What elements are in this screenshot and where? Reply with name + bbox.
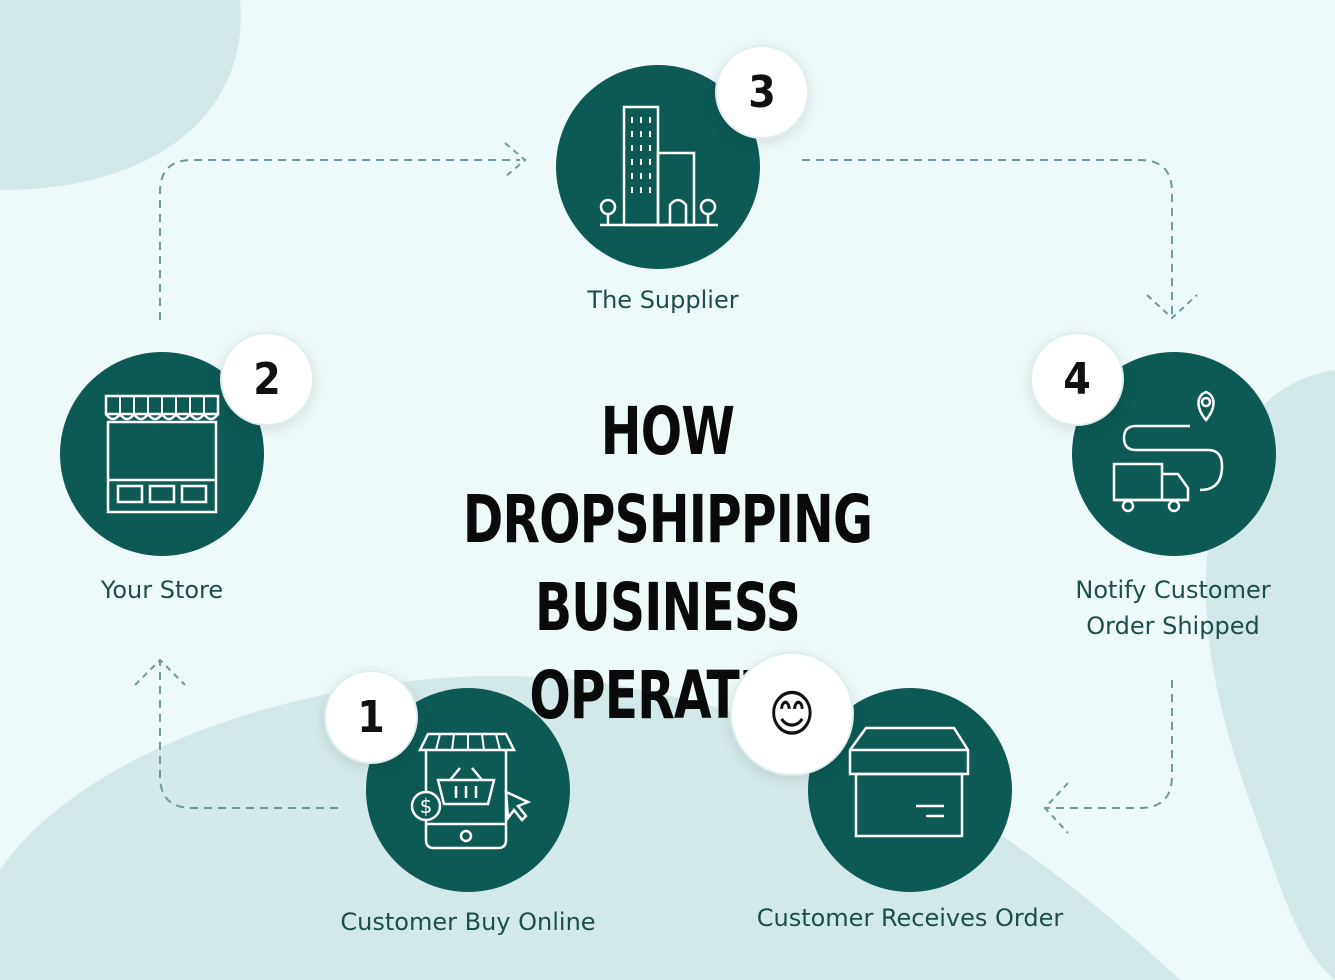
delivery-truck-route-icon — [1112, 390, 1224, 513]
supplier-label: The Supplier — [587, 286, 739, 314]
step-badge-3: 3 — [715, 45, 809, 139]
package-box-icon — [848, 726, 970, 838]
connector-buy-to-store — [159, 660, 338, 809]
diagram-title: HOW DROPSHIPPING BUSINESS OPERATES — [391, 388, 945, 740]
receive-order-label: Customer Receives Order — [756, 904, 1064, 932]
notify-label: Notify Customer Order Shipped — [1075, 576, 1271, 640]
mobile-shopping-icon: $ — [410, 732, 532, 850]
storefront-icon — [104, 394, 220, 514]
arrowhead-left — [1043, 782, 1069, 834]
connector-supplier-to-notify — [802, 159, 1173, 318]
svg-text:$: $ — [420, 794, 433, 818]
blob-top-left — [0, 0, 241, 190]
building-icon — [599, 105, 718, 227]
connector-notify-to-receive — [1045, 680, 1173, 809]
smiley-badge: 😊 — [730, 652, 854, 776]
arrowhead-up — [134, 658, 186, 686]
step-badge-2: 2 — [220, 332, 314, 426]
step-badge-4: 4 — [1030, 332, 1124, 426]
store-label: Your Store — [100, 576, 224, 604]
blob-bottom — [0, 675, 1180, 980]
buy-online-label: Customer Buy Online — [340, 908, 596, 936]
arrowhead-down — [1146, 294, 1198, 320]
title-line-1: HOW DROPSHIPPING — [462, 393, 873, 558]
smiley-emoji-icon: 😊 — [768, 685, 816, 743]
arrowhead-right — [504, 142, 527, 178]
connector-store-to-supplier — [159, 159, 520, 320]
step-badge-1: 1 — [324, 670, 418, 764]
